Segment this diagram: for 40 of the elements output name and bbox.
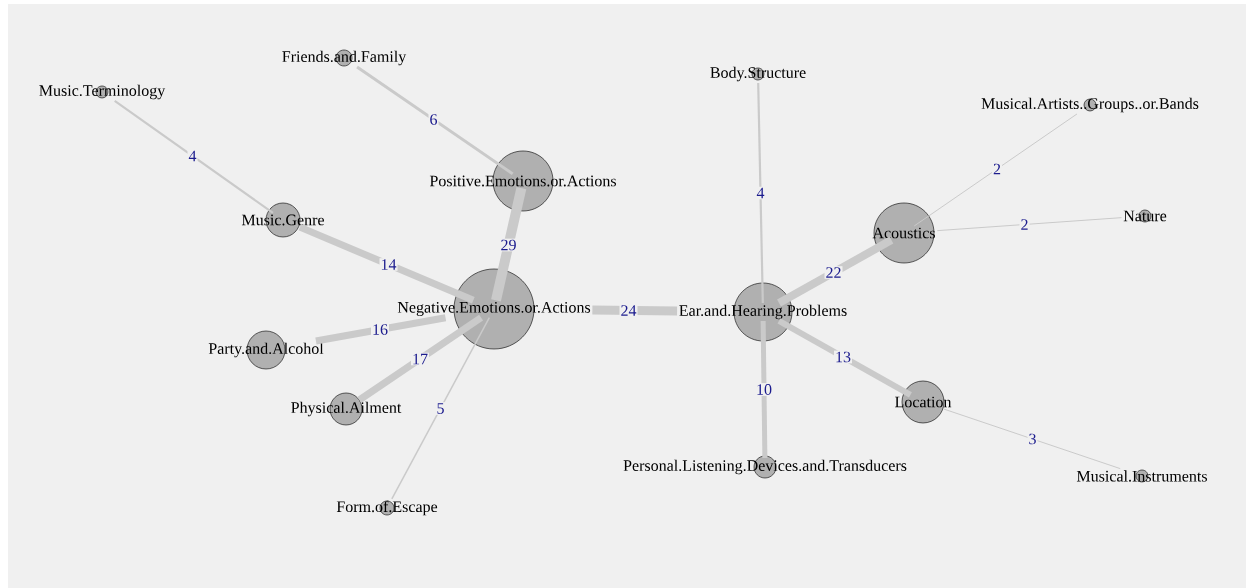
edge-line: [943, 408, 1121, 470]
network-node: Form.of.Escape: [336, 500, 438, 516]
network-node: Musical.Artists..Groups..or.Bands: [981, 97, 1199, 113]
edge-label: 10: [755, 383, 773, 396]
edge-line: [357, 314, 484, 403]
edge-line: [315, 314, 447, 345]
edge-label: 4: [187, 149, 198, 163]
network-node: Location: [895, 380, 952, 424]
edge-line: [356, 65, 514, 176]
network-node: Physical.Ailment: [291, 392, 402, 426]
network-node: Body.Structure: [710, 66, 806, 82]
edge-label: 4: [755, 186, 766, 200]
edge-line: [391, 316, 491, 500]
edge-line: [757, 82, 764, 304]
edge-label: 16: [371, 323, 389, 336]
network-node: Friends.and.Family: [282, 49, 407, 67]
network-node: Nature: [1123, 209, 1167, 223]
edge-line: [114, 100, 274, 214]
network-node: Music.Genre: [241, 202, 324, 238]
edge-line: [491, 187, 527, 302]
network-node: Personal.Listening.Devices.and.Transducers: [623, 455, 907, 479]
network-node: Musical.Instruments: [1076, 469, 1207, 483]
network-node: Acoustics: [872, 202, 935, 264]
edge-line: [777, 236, 894, 307]
edge-line: [936, 217, 1123, 232]
edge-label: 2: [992, 162, 1002, 176]
network-node: Negative.Emotions.or.Actions: [397, 268, 591, 350]
edge-line: [298, 223, 475, 304]
network-node: Party.and.Alcohol: [208, 330, 324, 370]
edge-label: 5: [435, 402, 446, 415]
edge-label: 3: [1027, 432, 1038, 446]
network-node: Ear.and.Hearing.Problems: [679, 282, 847, 342]
edge-line: [777, 318, 912, 398]
edge-line: [760, 320, 768, 459]
edge-line: [592, 305, 678, 316]
network-node: Music.Terminology: [39, 84, 166, 100]
edge-line: [913, 113, 1078, 227]
network-node: Positive.Emotions.or.Actions: [429, 150, 616, 212]
edge-label: 6: [428, 113, 439, 126]
edge-label: 2: [1019, 218, 1030, 231]
